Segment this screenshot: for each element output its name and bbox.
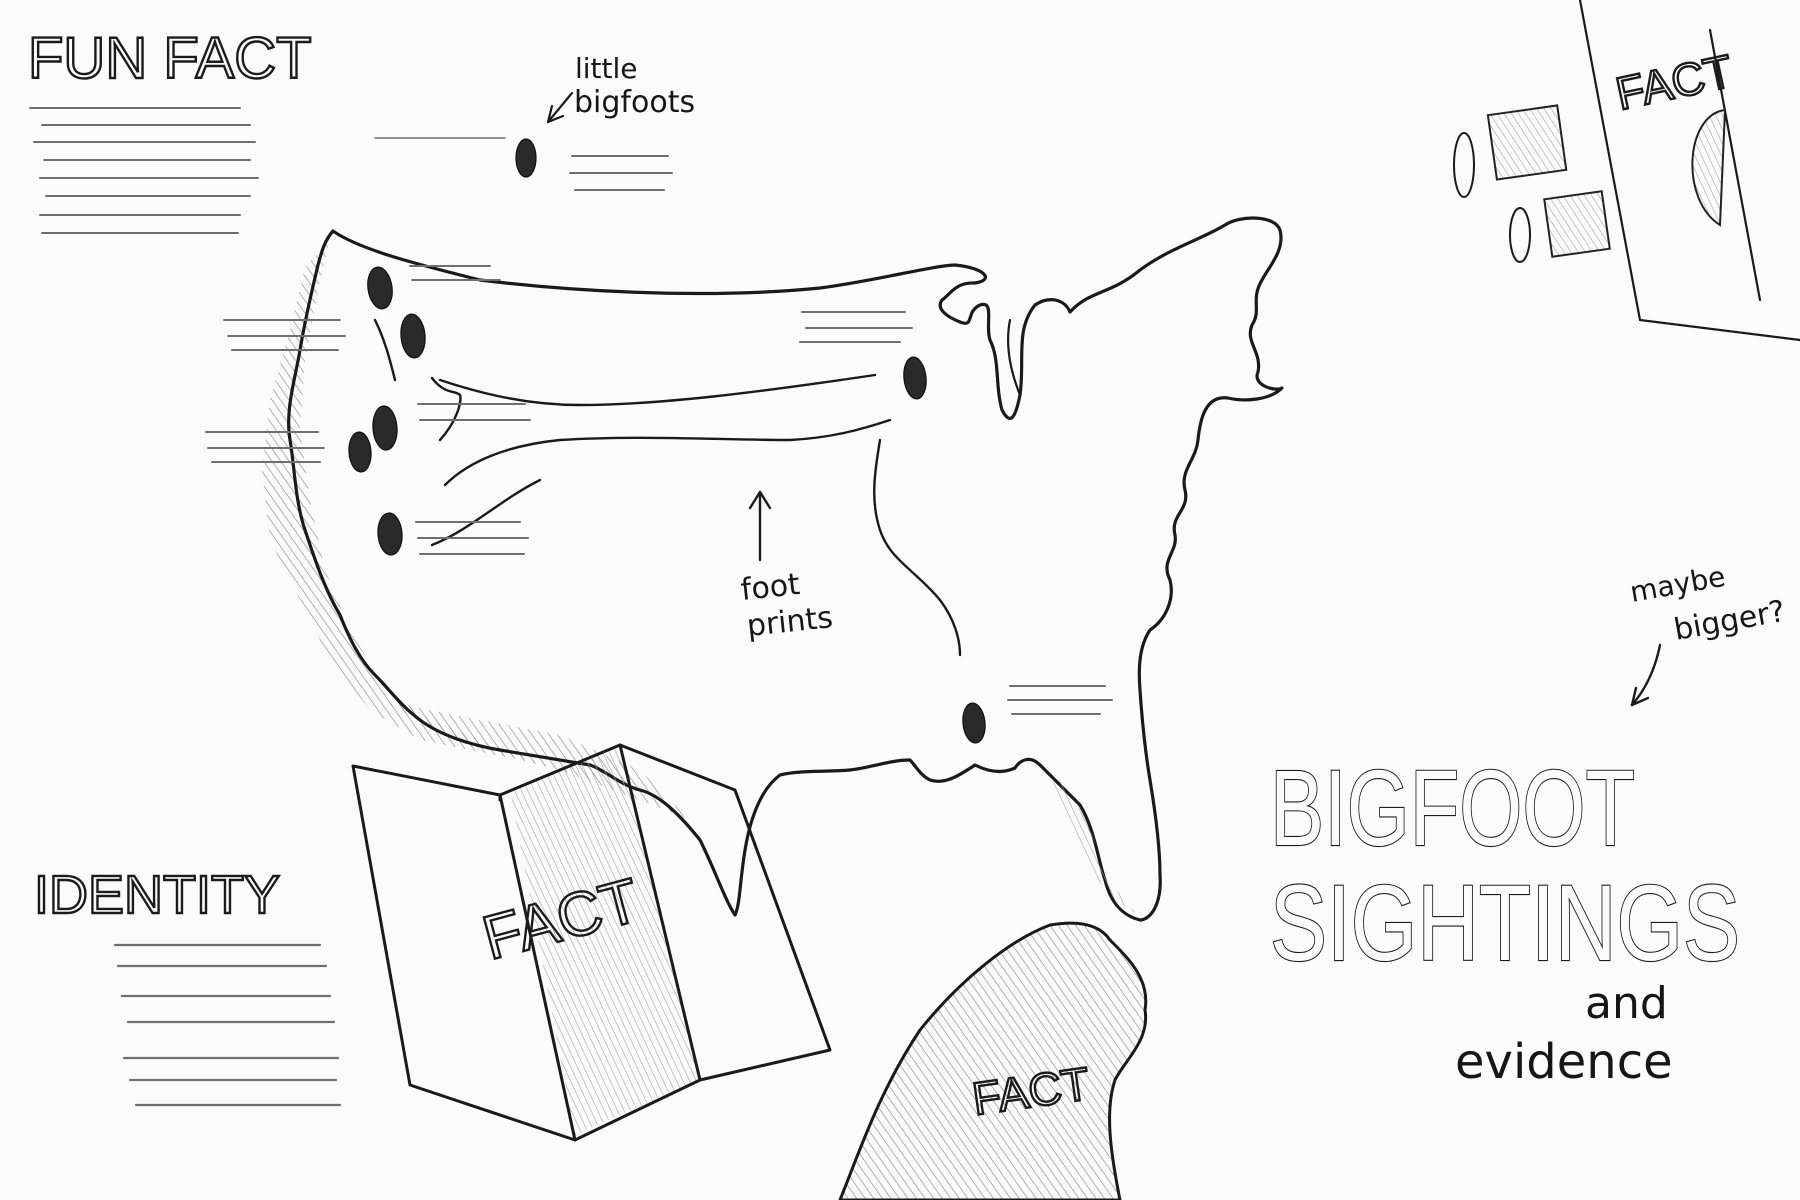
maybe-bigger-note: maybe bigger? — [1627, 560, 1788, 707]
footprint-icon — [400, 313, 426, 359]
footprint-icon — [372, 405, 398, 451]
arrow-icon — [546, 91, 574, 124]
footprint-icon — [962, 702, 986, 744]
little-label: little — [575, 52, 638, 85]
maybe-label: maybe — [1627, 560, 1727, 609]
map-text-lines — [205, 265, 1113, 715]
fun-fact-panel: FUN FACT — [27, 25, 313, 234]
title-line2: SIGHTINGS — [1270, 862, 1740, 983]
folded-fact-card: FACT — [351, 743, 832, 1142]
prints-label: prints — [745, 600, 834, 644]
identity-text-lines — [113, 943, 342, 1107]
footprint-icon — [515, 138, 537, 178]
footprint-icon — [377, 512, 403, 556]
bigger-label: bigger? — [1671, 594, 1788, 648]
identity-heading: IDENTITY — [34, 865, 280, 925]
fun-fact-heading: FUN FACT — [28, 26, 312, 91]
arrow-icon — [748, 490, 772, 562]
corner-card-fact-label: FACT — [1611, 44, 1737, 119]
little-bigfoots-note: little bigfoots — [374, 52, 695, 191]
foot-label: foot — [739, 567, 802, 608]
map-footprints — [348, 266, 986, 744]
mexico-fact-region: FACT — [838, 921, 1148, 1200]
footprint-icon — [348, 431, 372, 473]
identity-panel: IDENTITY — [33, 864, 342, 1107]
title-block: BIGFOOT SIGHTINGS and evidence — [1269, 746, 1741, 1090]
title-line1: BIGFOOT — [1270, 747, 1635, 868]
subtitle-and: and — [1585, 978, 1668, 1029]
bigfoots-label: bigfoots — [574, 85, 695, 120]
fun-fact-text-lines — [29, 107, 259, 234]
footprint-trails — [373, 318, 962, 657]
subtitle-evidence: evidence — [1455, 1034, 1673, 1090]
arrow-icon — [1630, 643, 1662, 707]
footprint-icon — [903, 356, 927, 400]
footprint-icon — [367, 266, 393, 310]
us-outline — [287, 216, 1284, 922]
corner-card-sketch-blocks — [1453, 104, 1727, 263]
corner-fact-card: FACT — [1453, 0, 1800, 342]
